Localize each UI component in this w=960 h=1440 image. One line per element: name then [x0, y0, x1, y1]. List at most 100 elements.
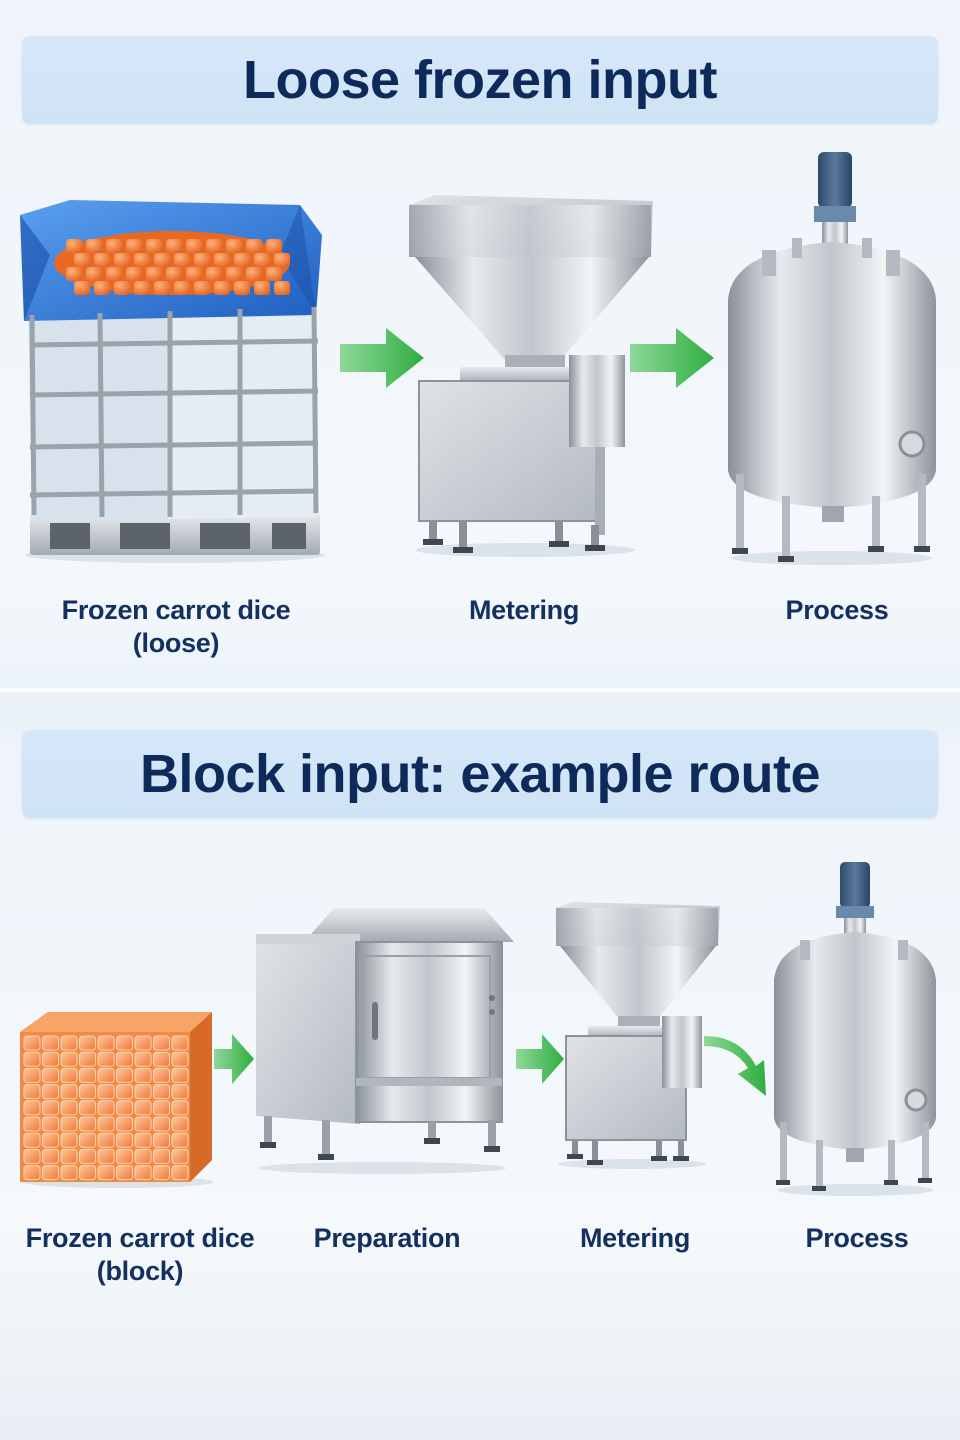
carrot-cube [97, 1132, 115, 1148]
carrot-cube [171, 1100, 189, 1116]
carrot-cube [226, 267, 242, 281]
carrot-cube [42, 1132, 59, 1148]
carrot-cube [154, 253, 170, 267]
step-label-line: (block) [96, 1256, 184, 1286]
carrot-cube [97, 1116, 115, 1132]
carrot-cube [94, 281, 110, 295]
section-title: Block input: example route [139, 744, 821, 804]
carrot-cube [214, 253, 230, 267]
carrot-cube [166, 239, 182, 253]
carrot-cube [97, 1165, 115, 1181]
carrot-cube [153, 1100, 170, 1116]
loose-input-section: Loose frozen input [0, 0, 960, 690]
carrot-cube [171, 1165, 189, 1181]
carrot-cube [42, 1148, 59, 1164]
flow-arrow-icon [340, 328, 424, 388]
carrot-cube [146, 239, 162, 253]
carrot-cube [79, 1100, 96, 1116]
carrot-cube [134, 1035, 152, 1051]
carrot-cube [171, 1067, 189, 1083]
step-label: Frozen carrot dice (block) [14, 1222, 266, 1288]
carrot-cube [134, 1084, 152, 1100]
carrot-cube [274, 281, 290, 295]
carrot-cube [60, 1100, 78, 1116]
carrot-cube [74, 281, 90, 295]
carrot-cube [60, 1067, 78, 1083]
bulk-bag-icon [10, 195, 330, 565]
carrot-cube [60, 1148, 78, 1164]
carrot-cube [246, 267, 262, 281]
step-label: Process [740, 594, 934, 627]
carrot-cube [254, 253, 270, 267]
carrot-cube [79, 1035, 96, 1051]
step-label-line: Preparation [313, 1223, 461, 1253]
carrot-cube [134, 1165, 152, 1181]
carrot-cube [171, 1132, 189, 1148]
carrot-cube [116, 1148, 133, 1164]
carrot-cube [42, 1035, 59, 1051]
carrot-cube [42, 1084, 59, 1100]
carrot-cube [23, 1051, 41, 1067]
carrot-cube [74, 253, 90, 267]
carrot-cube [60, 1132, 78, 1148]
carrot-cube [226, 239, 242, 253]
carrot-cube [174, 253, 190, 267]
carrot-cube [153, 1084, 170, 1100]
carrot-cube [106, 239, 122, 253]
carrot-cube [254, 281, 270, 295]
carrot-cube [60, 1084, 78, 1100]
carrot-cube [42, 1165, 59, 1181]
metering-hopper-icon [552, 902, 722, 1172]
carrot-cube [97, 1100, 115, 1116]
carrot-cube [60, 1116, 78, 1132]
carrot-cube [186, 267, 202, 281]
carrot-cube [246, 239, 262, 253]
carrot-cube [60, 1051, 78, 1067]
step-label: Frozen carrot dice (loose) [30, 594, 322, 660]
carrot-cube [214, 281, 230, 295]
carrot-cube [23, 1132, 41, 1148]
carrot-cube [79, 1116, 96, 1132]
process-tank-icon [722, 150, 942, 570]
step-label-line: Metering [579, 1223, 691, 1253]
carrot-cube [153, 1035, 170, 1051]
carrot-cube [86, 267, 102, 281]
carrot-cube [194, 253, 210, 267]
carrot-cube [171, 1116, 189, 1132]
carrot-cube [60, 1165, 78, 1181]
carrot-cube [97, 1035, 115, 1051]
carrot-cube [134, 1067, 152, 1083]
carrot-cube [116, 1116, 133, 1132]
carrot-cube [186, 239, 202, 253]
carrot-cube [134, 1132, 152, 1148]
carrot-cube [134, 1100, 152, 1116]
carrot-dice [66, 239, 290, 295]
carrot-cube [23, 1084, 41, 1100]
carrot-cube [23, 1116, 41, 1132]
carrot-dice [23, 1035, 189, 1181]
carrot-cube [97, 1067, 115, 1083]
carrot-cube [171, 1148, 189, 1164]
carrot-cube [171, 1051, 189, 1067]
frozen-block-icon [18, 1010, 218, 1190]
carrot-cube [153, 1165, 170, 1181]
carrot-cube [79, 1067, 96, 1083]
carrot-cube [42, 1051, 59, 1067]
section-title: Loose frozen input [243, 50, 717, 110]
carrot-cube [23, 1100, 41, 1116]
carrot-cube [79, 1132, 96, 1148]
carrot-cube [42, 1116, 59, 1132]
carrot-cube [266, 267, 282, 281]
carrot-cube [234, 253, 250, 267]
carrot-cube [126, 239, 142, 253]
section-divider [0, 688, 960, 692]
carrot-cube [134, 1051, 152, 1067]
carrot-cube [106, 267, 122, 281]
step-label-line: Frozen carrot dice [25, 1223, 255, 1253]
carrot-cube [116, 1067, 133, 1083]
carrot-cube [116, 1035, 133, 1051]
flow-arrow-icon [630, 328, 714, 388]
process-tank-icon [770, 860, 940, 1200]
carrot-cube [97, 1084, 115, 1100]
carrot-cube [171, 1084, 189, 1100]
